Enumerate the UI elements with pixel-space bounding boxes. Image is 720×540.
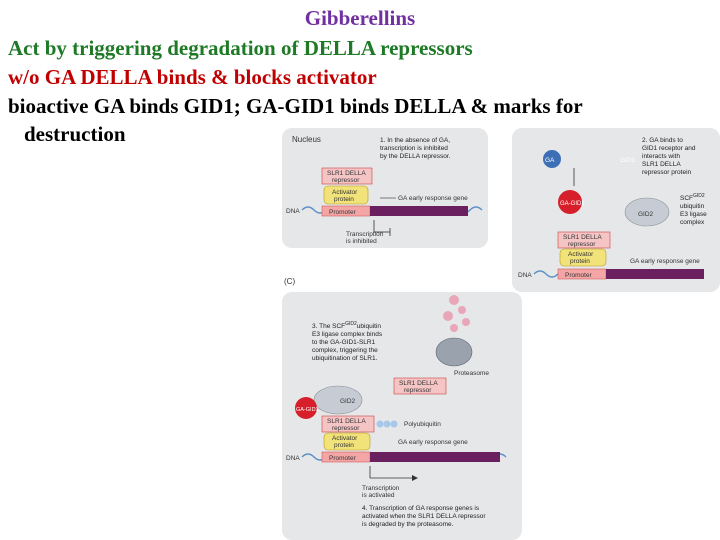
- gid2-label: GID2: [638, 211, 654, 218]
- nucleus-label: Nucleus: [292, 135, 321, 144]
- step-2-text: 2. GA binds to GID1 receptor and interac…: [642, 137, 697, 176]
- gid2-complex: [624, 197, 670, 227]
- ga-label: GA: [545, 157, 555, 164]
- panel-1-figure: Nucleus 1. In the absence of GA, transcr…: [282, 128, 488, 248]
- promoter-label: Promoter: [329, 209, 357, 216]
- proteasome: [435, 337, 473, 367]
- bullet-line-1: Act by triggering degradation of DELLA r…: [8, 36, 473, 60]
- panel3-dna-label: DNA: [286, 455, 300, 462]
- activator-label: Activator protein: [332, 189, 359, 203]
- step-1-text: 1. In the absence of GA, transcription i…: [380, 137, 452, 160]
- panel3-promoter-label: Promoter: [329, 455, 357, 462]
- della-label: SLR1 DELLA repressor: [327, 170, 367, 184]
- bullet-line-3: bioactive GA binds GID1; GA-GID1 binds D…: [8, 94, 583, 118]
- gene-bar: [370, 206, 468, 216]
- activator-protein-box: [323, 185, 369, 205]
- degraded-fragments: [443, 295, 470, 332]
- proteasome-label: Proteasome: [454, 370, 489, 377]
- step-4-text: 4. Transcription of GA response genes is…: [362, 505, 487, 528]
- gid1-label: GID1: [620, 157, 636, 164]
- panel3-activator-label: Activator protein: [332, 435, 359, 449]
- panel3-gid2-label: GID2: [340, 398, 356, 405]
- panel-3-label: (C): [284, 277, 295, 286]
- della-repressor-box: [321, 167, 373, 185]
- panel-2-figure: GA GID1 2. GA binds to GID1 receptor and…: [512, 128, 720, 292]
- polyubiquitin-label: Polyubiquitin: [404, 421, 441, 428]
- panel2-promoter-label: Promoter: [565, 272, 593, 279]
- panel3-ga-gid1-label: GA-GID1: [296, 407, 319, 413]
- scf-label: SCFGID2 ubiquitin E3 ligase complex: [680, 192, 709, 226]
- ga-gid1-label: GA-GID1: [560, 201, 585, 207]
- panel3-della2-label: SLR1 DELLA repressor: [327, 418, 367, 432]
- panel3-della-label: SLR1 DELLA repressor: [399, 380, 439, 394]
- transcription-activated-label: Transcription is activated: [362, 485, 401, 499]
- bullet-line-2: w/o GA DELLA binds & blocks activator: [8, 65, 377, 89]
- panel-3-figure: (C) 3. The SCFGID2ubiquitin E3 ligase co…: [282, 277, 522, 540]
- panel3-gene-label: GA early response gene: [398, 439, 468, 446]
- panel2-dna-label: DNA: [518, 272, 532, 279]
- transcription-inhibited-label: Transcription is inhibited: [346, 231, 385, 245]
- slide-title: Gibberellins: [304, 6, 416, 30]
- panel2-gene-label: GA early response gene: [630, 258, 700, 265]
- gene-label: GA early response gene: [398, 195, 468, 202]
- polyubiquitin-chain: [376, 420, 398, 428]
- step-3-text: 3. The SCFGID2ubiquitin E3 ligase comple…: [312, 321, 384, 362]
- dna-label: DNA: [286, 208, 300, 215]
- panel2-activator-label: Activator protein: [568, 251, 595, 265]
- bullet-line-4: destruction: [24, 122, 126, 146]
- ga-molecule: [543, 150, 561, 168]
- panel2-della-label: SLR1 DELLA repressor: [563, 234, 603, 248]
